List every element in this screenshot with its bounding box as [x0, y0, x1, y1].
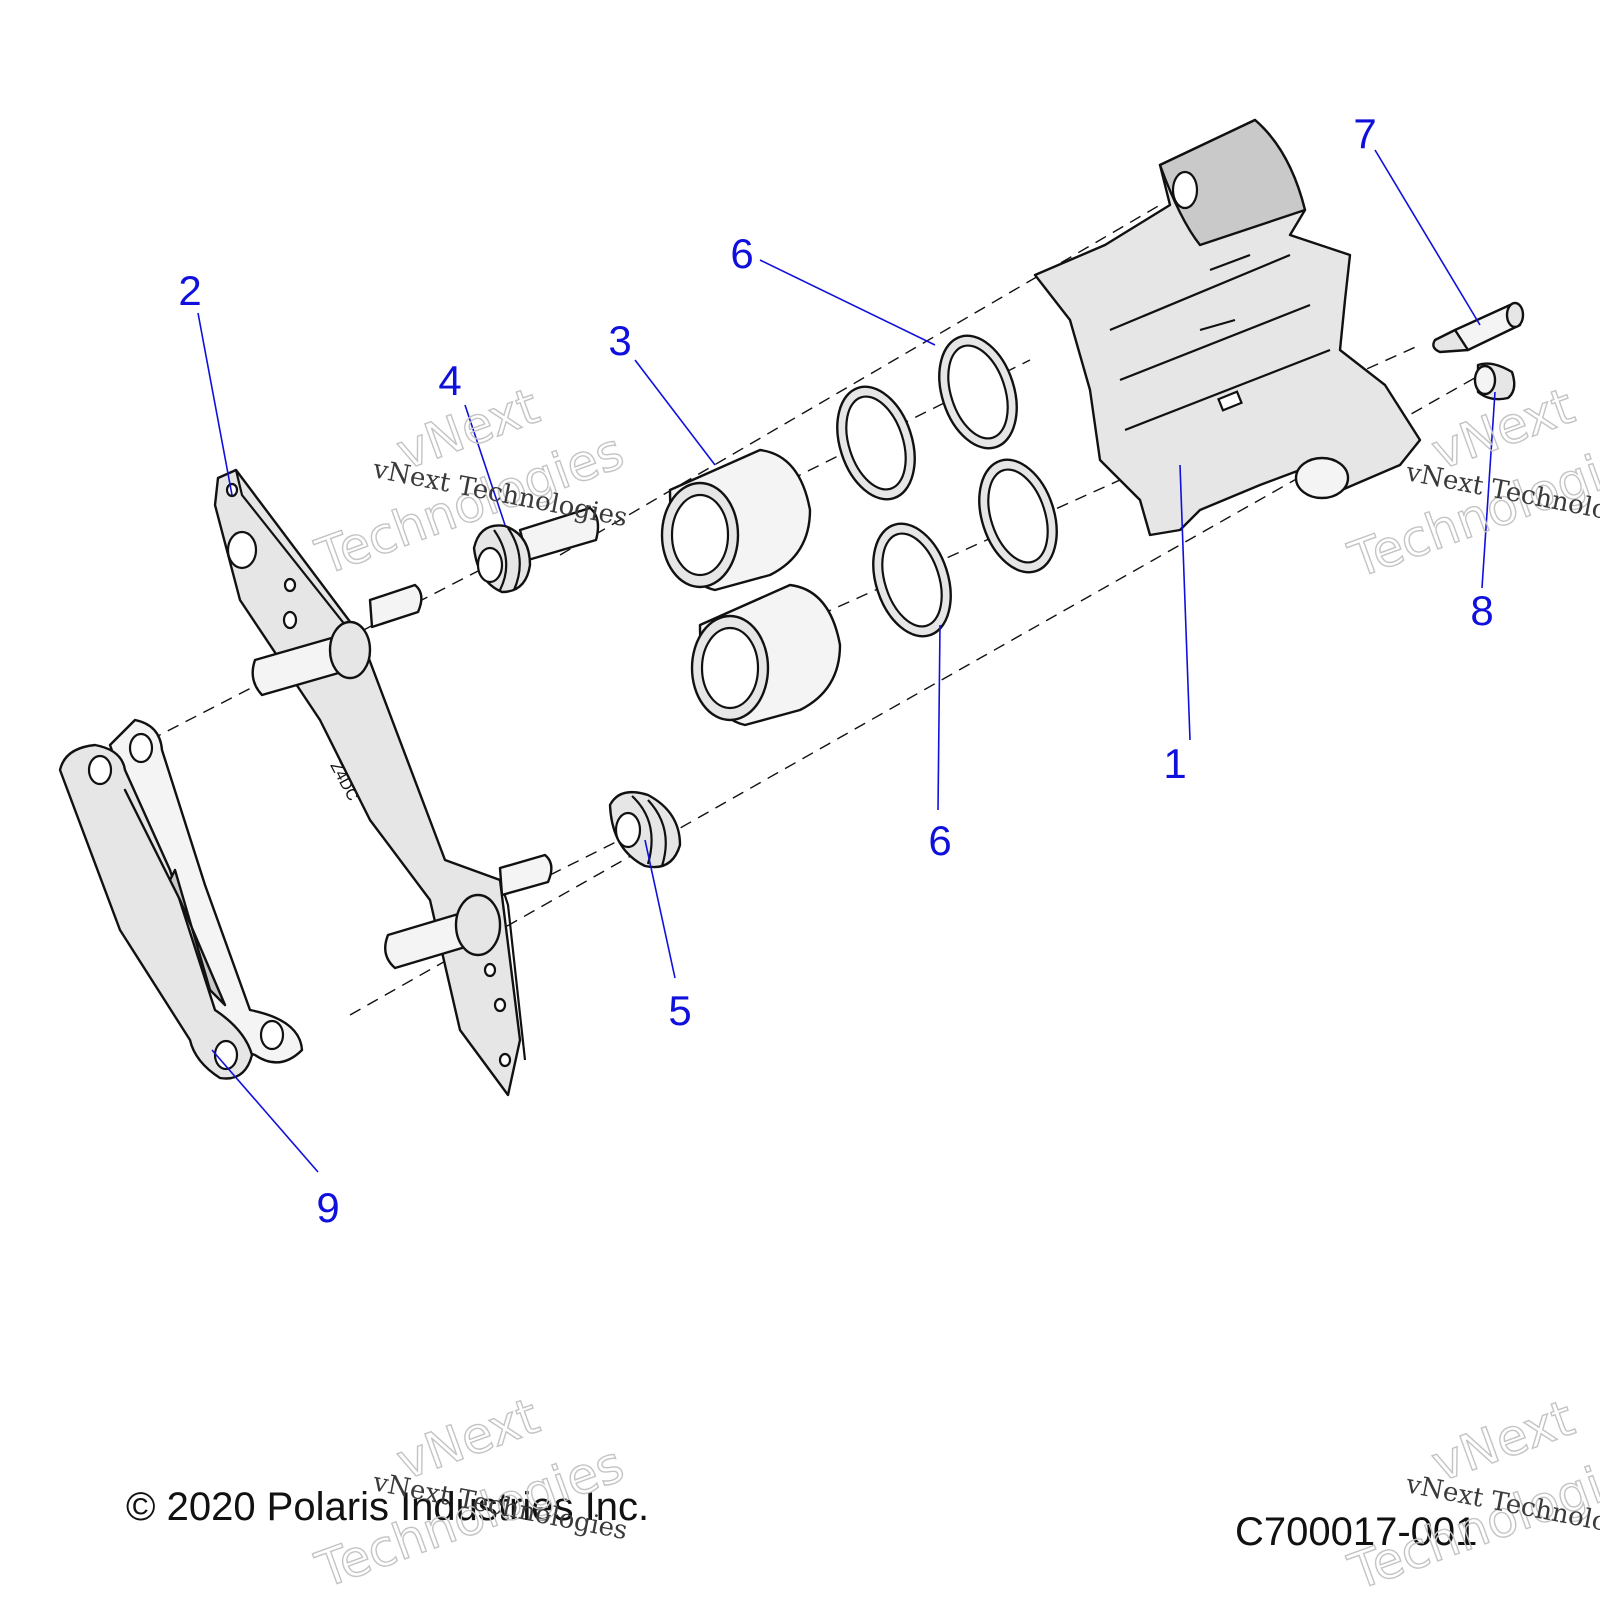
callouts: 1 2 3 4 5 6 6 7 8 9 — [178, 110, 1496, 1231]
slide-pin-4 — [472, 506, 600, 594]
pad-hole-4 — [259, 1019, 285, 1051]
seal-lower-right-bore — [987, 468, 1049, 564]
watermark-lower-right: vNext Technologies vNext Technologies — [1341, 1388, 1600, 1602]
piston-lower-bore — [700, 626, 760, 710]
bracket-pin-lower-long — [498, 853, 553, 897]
brake-pads — [58, 718, 304, 1080]
cap-face — [1473, 364, 1497, 396]
caliper-ridges — [1109, 253, 1331, 432]
bracket-hole-small-5 — [493, 997, 507, 1013]
leader-2 — [197, 312, 233, 496]
bleeder-tip — [1432, 328, 1470, 354]
callout-9: 9 — [316, 1184, 339, 1231]
axis-lower — [349, 374, 1481, 1016]
axis-upper — [559, 204, 1161, 556]
caliper-lower-boss — [1294, 456, 1350, 500]
leader-8 — [1481, 391, 1496, 589]
caliper-top-bore — [1171, 170, 1199, 210]
callout-7: 7 — [1353, 110, 1376, 157]
callout-1: 1 — [1163, 740, 1186, 787]
bracket-hole-small-2 — [283, 577, 297, 593]
slide-pin-shaft — [518, 506, 600, 562]
pad-hole-1 — [87, 754, 113, 786]
slide-pin-boot-bore — [476, 546, 504, 584]
callout-5: 5 — [668, 987, 691, 1034]
caliper-bleed-port — [1217, 390, 1243, 412]
leader-1 — [1179, 464, 1191, 741]
bracket-pin-lower-short — [384, 910, 474, 970]
callout-3: 3 — [608, 317, 631, 364]
boot-ribs — [631, 795, 667, 867]
axis-lower-left — [549, 839, 621, 876]
bracket-pin-upper-short — [251, 635, 344, 697]
boot-bore — [614, 811, 642, 849]
pad-hole-2 — [128, 732, 154, 764]
boot-5 — [608, 790, 682, 869]
callout-6-upper: 6 — [730, 230, 753, 277]
pad-hole-3 — [213, 1039, 239, 1071]
leader-7 — [1374, 149, 1481, 326]
piston-upper-bore — [670, 493, 730, 577]
bracket-pin-collar-upper — [328, 620, 372, 680]
seal-upper-left-bore — [845, 395, 907, 491]
bleeder-valve-7 — [1432, 301, 1525, 354]
callout-4: 4 — [438, 357, 461, 404]
callout-6-lower: 6 — [928, 817, 951, 864]
bleeder-nut — [1505, 301, 1525, 329]
bleeder-cap-8 — [1473, 362, 1516, 401]
bracket-pin-collar-lower — [454, 893, 502, 957]
brake-pad-friction — [123, 788, 227, 1007]
bracket-hole-small-6 — [498, 1052, 512, 1068]
seal-lower-left-bore — [881, 532, 943, 628]
leader-4 — [464, 404, 506, 526]
slide-pin-boot-ribs — [493, 527, 521, 591]
brake-pad-rear — [108, 718, 304, 1064]
bracket-hole-large — [226, 530, 258, 570]
callout-2: 2 — [178, 267, 201, 314]
leader-3 — [634, 359, 716, 466]
figure-code: C700017-001 — [1235, 1510, 1477, 1554]
watermark-upper-left: vNext Technologies vNext Technologies — [308, 376, 632, 587]
leader-6-lower — [937, 624, 941, 811]
seals-6 — [836, 334, 1058, 638]
leader-9 — [211, 1049, 319, 1173]
bracket-hole-small-4 — [483, 962, 497, 978]
leader-6-upper — [759, 259, 936, 346]
caliper-body-1 — [1033, 118, 1422, 537]
brake-pad-front — [58, 743, 254, 1080]
bracket-hole-small-3 — [282, 610, 298, 630]
caliper-bracket: Z4DC — [213, 468, 553, 1097]
bracket-hole-small-1 — [225, 482, 239, 498]
boot-body — [608, 790, 682, 869]
pistons-3 — [660, 448, 842, 727]
copyright-text: © 2020 Polaris Industries Inc. — [126, 1485, 649, 1529]
bracket-pin-upper-long — [368, 583, 423, 629]
seal-upper-right-bore — [947, 344, 1009, 440]
callout-8: 8 — [1470, 587, 1493, 634]
leader-5 — [644, 839, 676, 979]
